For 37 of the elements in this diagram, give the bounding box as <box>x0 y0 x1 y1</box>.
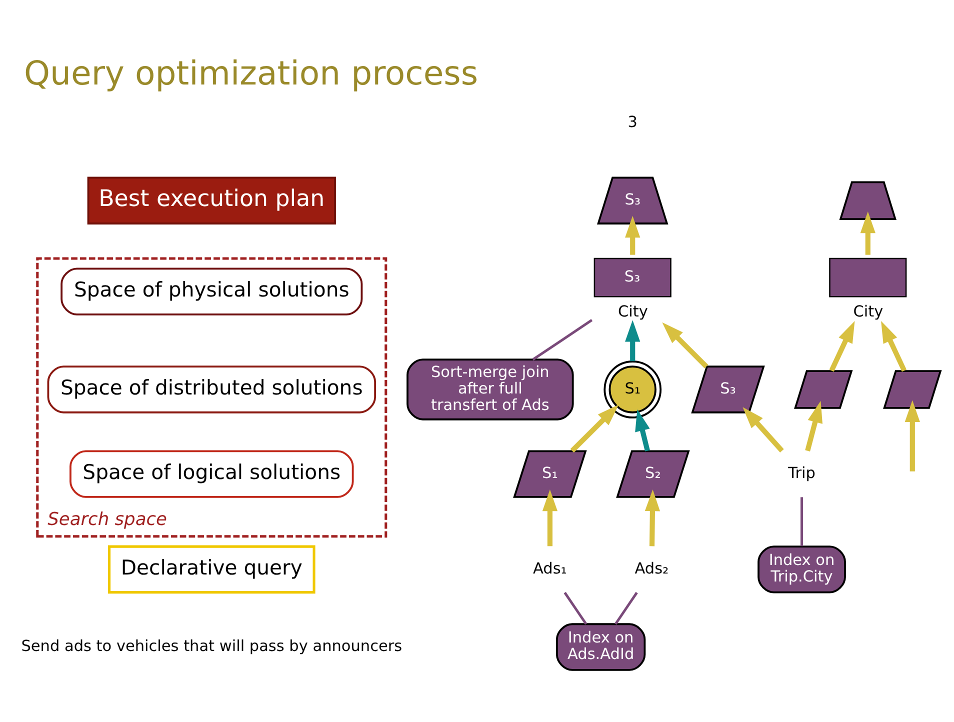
connector <box>800 496 804 546</box>
arrow <box>742 406 784 452</box>
arrow <box>644 488 660 546</box>
node-label: City <box>618 302 648 320</box>
connector <box>532 318 593 360</box>
label: Send ads to vehicles that will pass by announcers <box>21 636 402 654</box>
connector <box>564 591 588 624</box>
arrow <box>860 210 876 254</box>
arrow <box>625 215 640 254</box>
node-box: Index on Trip.City <box>758 545 846 593</box>
arrow <box>570 404 619 452</box>
node-label: City <box>853 302 884 320</box>
arrow <box>829 320 855 372</box>
arrow <box>635 408 650 451</box>
arrow <box>805 400 823 451</box>
node-box: Declarative query <box>108 544 316 594</box>
node-parallelogram <box>883 370 942 408</box>
node-parallelogram <box>794 370 853 408</box>
node-box: Best execution plan <box>87 176 336 224</box>
node-text: Ads₁ <box>532 558 567 577</box>
connector <box>614 591 638 624</box>
node-box: Sort-merge join after full transfert of Ads <box>406 358 574 420</box>
node-trapezoid <box>839 180 897 220</box>
arrow <box>625 320 640 361</box>
arrow <box>904 400 920 471</box>
arrow <box>881 320 907 372</box>
node-text: Trip <box>788 463 816 482</box>
node-box: Space of physical solutions <box>60 267 363 315</box>
arrow <box>542 488 558 546</box>
arrow <box>662 322 708 368</box>
node-box: Index on Ads.AdId <box>556 622 646 670</box>
diagram-title: Query optimization process <box>24 53 478 92</box>
label: 3 <box>628 112 638 130</box>
node-text: Ads₂ <box>634 558 669 577</box>
node-box: Space of distributed solutions <box>47 365 376 413</box>
node-circle: S₁ <box>604 360 662 418</box>
node-box: Space of logical solutions <box>70 450 354 498</box>
